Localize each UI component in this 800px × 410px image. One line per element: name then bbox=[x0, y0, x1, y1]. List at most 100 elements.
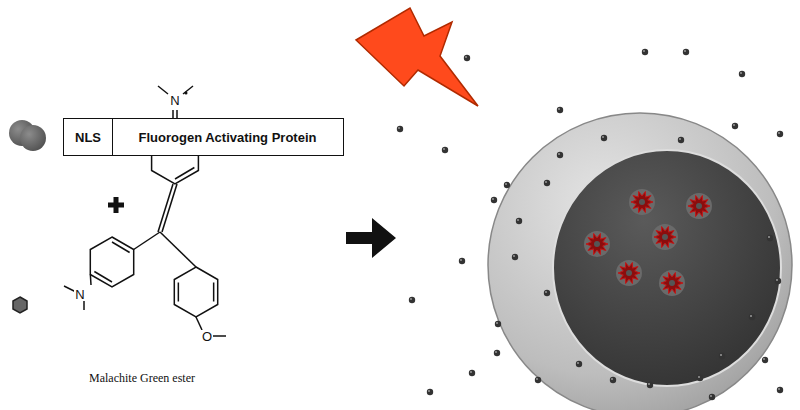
dot-shine bbox=[492, 198, 494, 200]
dye-dot bbox=[762, 357, 768, 363]
dye-dot bbox=[494, 350, 500, 356]
dye-dot bbox=[516, 218, 522, 224]
dye-dot bbox=[739, 71, 745, 77]
box-text: Fluorogen Activating Protein bbox=[139, 130, 317, 145]
dye-dot bbox=[610, 377, 616, 383]
bond bbox=[134, 232, 160, 250]
bond bbox=[183, 86, 193, 94]
fluorescent-star bbox=[661, 273, 683, 294]
dot-shine bbox=[410, 298, 412, 300]
dye-dot bbox=[495, 321, 501, 327]
dot-shine bbox=[768, 236, 770, 238]
plus-sign bbox=[108, 197, 124, 213]
dot-shine bbox=[465, 56, 467, 58]
bond bbox=[90, 275, 92, 286]
light-bolt bbox=[356, 8, 478, 106]
focus-core bbox=[696, 203, 702, 209]
dot-shine bbox=[776, 279, 778, 281]
charge bbox=[185, 92, 188, 95]
dot-shine bbox=[710, 395, 712, 397]
bond bbox=[213, 283, 215, 302]
bond bbox=[213, 335, 226, 337]
dot-shine bbox=[398, 127, 400, 129]
fluorescent-star bbox=[688, 196, 710, 217]
dot-shine bbox=[602, 136, 604, 138]
dot-shine bbox=[698, 376, 700, 378]
atom-label: N bbox=[169, 94, 180, 107]
dye-dot bbox=[464, 55, 470, 61]
signal-cell: NLS bbox=[63, 118, 113, 156]
dye-dot bbox=[544, 290, 550, 296]
fluorescent-star bbox=[618, 263, 640, 284]
focus-halo bbox=[584, 231, 610, 257]
focus-halo bbox=[686, 193, 712, 219]
dye-dot bbox=[749, 314, 755, 320]
dot-shine bbox=[611, 378, 613, 380]
bond bbox=[94, 272, 112, 283]
focus-halo bbox=[616, 260, 642, 286]
bond bbox=[178, 283, 180, 302]
atom-label: O bbox=[201, 330, 213, 343]
dye-dot bbox=[709, 394, 715, 400]
dot-shine bbox=[536, 378, 538, 380]
dot-shine bbox=[763, 358, 765, 360]
dye-dot bbox=[409, 297, 415, 303]
protein-cell: Fluorogen Activating Protein bbox=[112, 118, 344, 156]
focus-core bbox=[639, 199, 645, 205]
dye-dot bbox=[427, 389, 433, 395]
dot-shine bbox=[495, 351, 497, 353]
dot-shine bbox=[684, 50, 686, 52]
bond bbox=[196, 317, 202, 330]
bond bbox=[158, 184, 173, 232]
fluorescent-complexes bbox=[584, 189, 712, 296]
dye-dot bbox=[512, 254, 518, 260]
cell bbox=[488, 113, 792, 410]
dye-icon bbox=[13, 297, 27, 313]
focus-halo bbox=[629, 189, 655, 215]
dot-shine bbox=[513, 255, 515, 257]
dot-shine bbox=[778, 388, 780, 390]
dot-shine bbox=[505, 183, 507, 185]
dye-dot bbox=[459, 258, 465, 264]
bond bbox=[160, 232, 196, 267]
focus-core bbox=[669, 280, 675, 286]
focus-core bbox=[662, 234, 668, 240]
dot-shine bbox=[460, 259, 462, 261]
dye-dot bbox=[777, 131, 783, 137]
dye-dot bbox=[697, 375, 703, 381]
dye-dot bbox=[535, 377, 541, 383]
dot-shine bbox=[643, 50, 645, 52]
dot-shine bbox=[428, 390, 430, 392]
focus-core bbox=[594, 241, 600, 247]
ring bbox=[174, 267, 217, 317]
box-text: NLS bbox=[75, 130, 101, 145]
dot-shine bbox=[470, 371, 472, 373]
dye-dot bbox=[544, 180, 550, 186]
dot-shine bbox=[545, 181, 547, 183]
dye-dot bbox=[557, 152, 563, 158]
fluorescent-star bbox=[631, 192, 653, 213]
focus-core bbox=[626, 270, 632, 276]
dye-dot bbox=[719, 353, 725, 359]
dot-shine bbox=[496, 322, 498, 324]
dot-shine bbox=[648, 383, 650, 385]
dye-dot bbox=[777, 387, 783, 393]
focus-halo bbox=[652, 224, 678, 250]
dye-dot bbox=[557, 107, 563, 113]
dot-shine bbox=[558, 108, 560, 110]
dot-shine bbox=[679, 138, 681, 140]
dot-shine bbox=[720, 354, 722, 356]
dye-dot bbox=[469, 370, 475, 376]
bond bbox=[112, 242, 130, 253]
dye-molecules bbox=[397, 49, 783, 400]
dot-shine bbox=[517, 219, 519, 221]
dye-dot bbox=[397, 126, 403, 132]
dye-dot bbox=[642, 49, 648, 55]
dot-shine bbox=[740, 72, 742, 74]
bond bbox=[162, 184, 177, 232]
dye-dot bbox=[732, 123, 738, 129]
nucleus bbox=[553, 150, 781, 386]
dot-shine bbox=[558, 153, 560, 155]
atom-label: N bbox=[74, 288, 85, 301]
